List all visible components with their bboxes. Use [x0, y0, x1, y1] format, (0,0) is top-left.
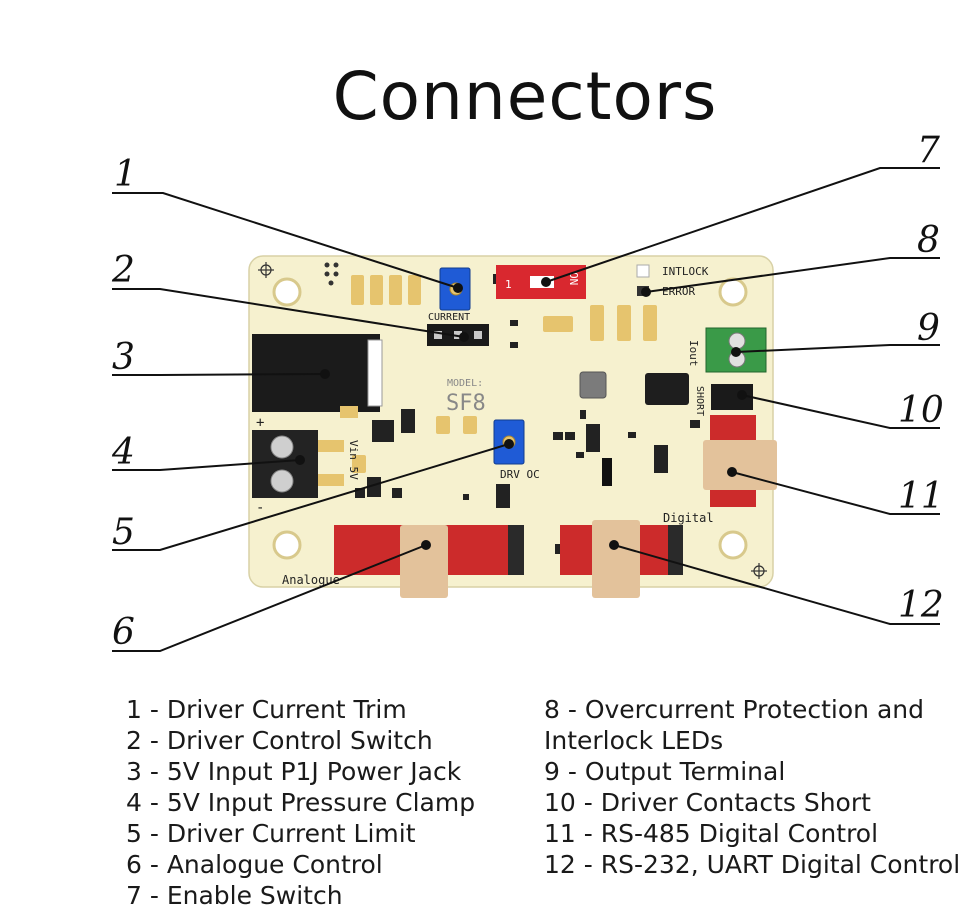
- legend-item: 8 - Overcurrent Protection and: [544, 695, 924, 724]
- intlock-led: [636, 264, 650, 278]
- legend-right: 8 - Overcurrent Protection and Interlock…: [544, 694, 960, 880]
- callout-7: 7: [917, 130, 940, 171]
- mounting-hole: [718, 277, 748, 307]
- legend-item: 9 - Output Terminal: [544, 757, 786, 786]
- board-diagram: CURRENT + - Vin 5V DRV OC MODEL: SF8 1 O…: [111, 130, 944, 653]
- leader-lines: [112, 167, 940, 652]
- legend-item: Interlock LEDs: [544, 726, 724, 755]
- short-label: SHORT: [694, 386, 705, 416]
- mounting-hole: [272, 277, 302, 307]
- legend-item: 1 - Driver Current Trim: [126, 695, 407, 724]
- iout-label: Iout: [687, 340, 700, 367]
- callout-10: 10: [898, 390, 944, 431]
- legend-item: 3 - 5V Input P1J Power Jack: [126, 757, 462, 786]
- model-name: SF8: [446, 391, 486, 416]
- callout-12: 12: [898, 585, 944, 626]
- callout-1: 1: [114, 154, 137, 195]
- intlock-label: INTLOCK: [662, 265, 709, 278]
- page-title: Connectors: [332, 58, 718, 135]
- switch-on-label: ON: [567, 272, 580, 285]
- drv-oc-label: DRV OC: [500, 468, 540, 481]
- legend-item: 11 - RS-485 Digital Control: [544, 819, 879, 848]
- legend-item: 2 - Driver Control Switch: [126, 726, 433, 755]
- analogue-label: Analogue: [282, 573, 340, 587]
- callout-8: 8: [917, 220, 940, 261]
- callout-5: 5: [112, 512, 135, 553]
- pcb-board: CURRENT + - Vin 5V DRV OC MODEL: SF8 1 O…: [248, 255, 777, 598]
- callout-3: 3: [112, 337, 135, 378]
- switch-one-label: 1: [505, 278, 512, 291]
- legend-item: 10 - Driver Contacts Short: [544, 788, 871, 817]
- mounting-hole: [718, 530, 748, 560]
- legend-item: 5 - Driver Current Limit: [126, 819, 416, 848]
- legend-item: 7 - Enable Switch: [126, 881, 343, 910]
- legend-item: 12 - RS-232, UART Digital Control: [544, 850, 961, 879]
- callout-4: 4: [111, 432, 135, 473]
- legend-left: 1 - Driver Current Trim 2 - Driver Contr…: [126, 694, 475, 911]
- legend-item: 4 - 5V Input Pressure Clamp: [126, 788, 476, 817]
- callout-6: 6: [112, 612, 135, 653]
- vin-label: Vin 5V: [347, 440, 360, 480]
- rs485-plug[interactable]: [703, 440, 777, 490]
- fiducial-icon: [258, 262, 767, 579]
- power-jack[interactable]: [252, 334, 380, 412]
- legend-item: 6 - Analogue Control: [126, 850, 383, 879]
- minus-sign: -: [256, 500, 264, 516]
- plus-sign: +: [256, 415, 264, 431]
- model-label: MODEL:: [447, 378, 483, 389]
- current-label: CURRENT: [428, 312, 470, 323]
- callout-2: 2: [111, 250, 135, 291]
- mounting-hole: [272, 530, 302, 560]
- callout-11: 11: [898, 476, 944, 517]
- digital-label: Digital: [663, 511, 714, 525]
- callout-9: 9: [917, 308, 940, 349]
